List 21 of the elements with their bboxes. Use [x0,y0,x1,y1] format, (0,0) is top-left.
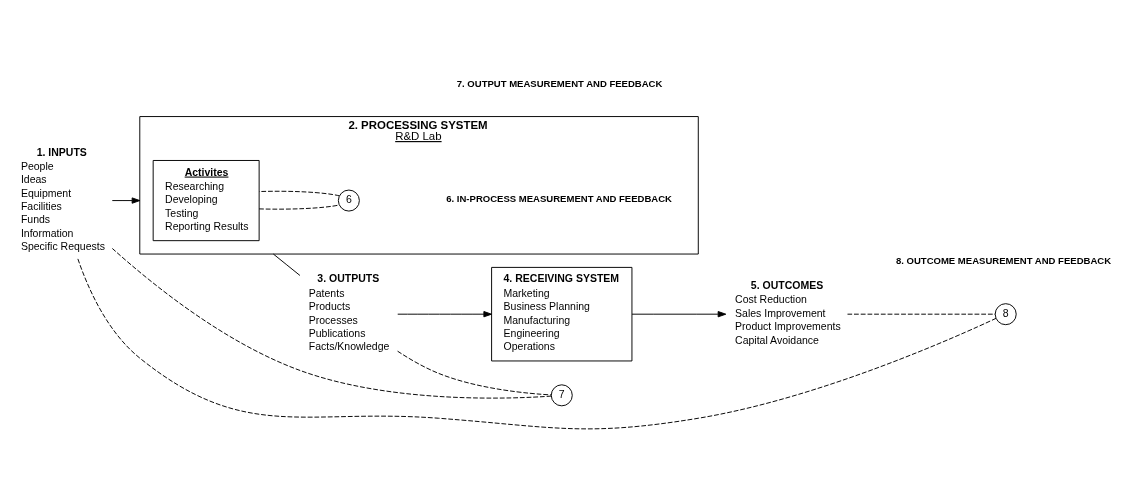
label: 8. OUTCOME MEASUREMENT AND FEEDBACK [895,255,1112,267]
connector [847,313,996,315]
arrow [631,311,727,318]
node-text: 5. OUTCOMES Cost Reduction Sales Improvement Product Improvements Capital Avoidance [735,279,841,346]
connector [111,248,552,399]
connector [397,350,552,396]
arrow [397,311,492,318]
node-box: 4. RECEIVING SYSTEM Marketing Business Planning Manufacturing Engineering Operations [491,266,633,362]
label: 7. OUTPUT MEASUREMENT AND FEEDBACK [456,78,663,90]
node-circle: 7 [550,384,573,407]
connector [77,257,997,430]
node-text: 1. INPUTS People Ideas Equipment Facilities Funds Information Specific Requests [20,145,105,253]
connector [272,253,301,276]
node-circle: 8 [994,303,1017,326]
label: 6. IN-PROCESS MEASUREMENT AND FEEDBACK [446,193,673,204]
node-box: Activites Researching Developing Testing Reporting Results [152,160,260,242]
node-circle: 6 [337,189,360,212]
node-text: 3. OUTPUTS Patents Products Processes Publications Facts/Knowledge [308,272,390,353]
connector [258,204,340,210]
arrow [111,197,141,204]
connector [258,190,340,197]
